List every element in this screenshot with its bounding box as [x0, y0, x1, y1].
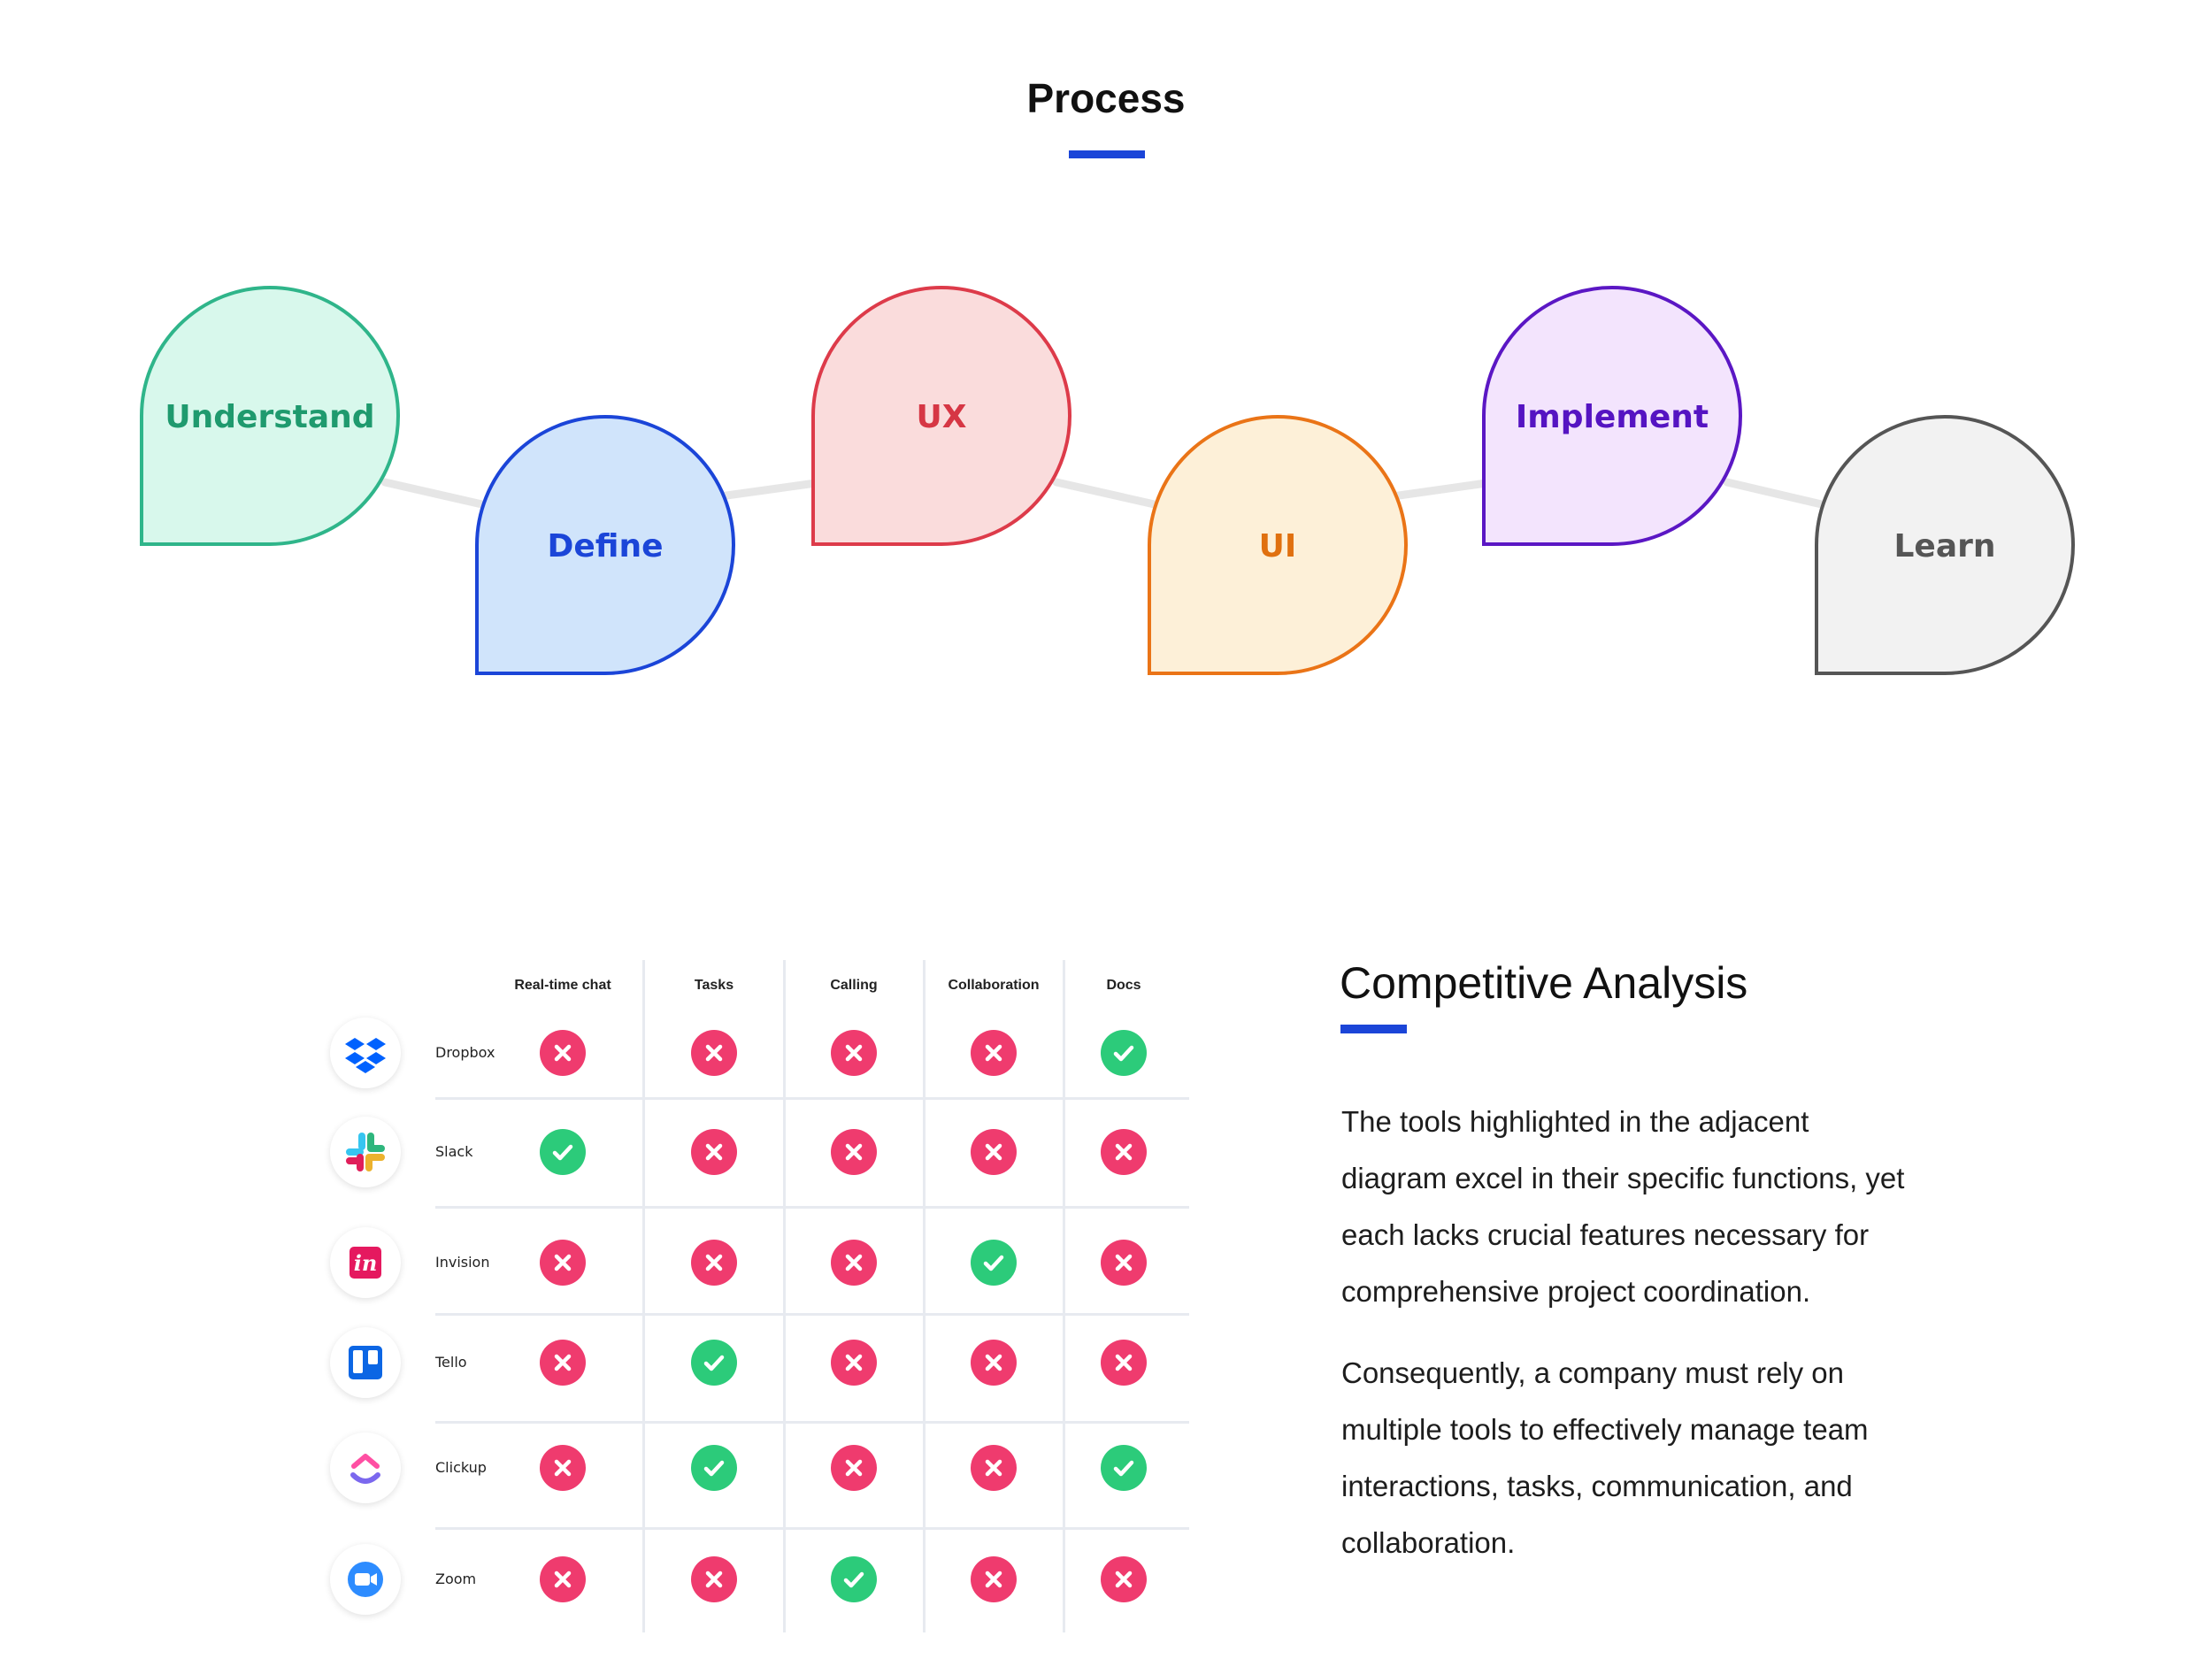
table-row-divider: [435, 1421, 1189, 1424]
process-step-label: Define: [547, 528, 663, 565]
cross-icon: [540, 1340, 586, 1386]
table-row-divider: [435, 1206, 1189, 1209]
tool-name: Dropbox: [435, 1044, 495, 1061]
process-step-implement: Implement: [1482, 286, 1742, 546]
table-column-divider: [642, 960, 645, 1632]
process-connector: [380, 478, 490, 510]
cross-icon: [1101, 1240, 1147, 1286]
process-bubble: [1815, 415, 2075, 675]
cross-icon: [691, 1240, 737, 1286]
check-icon: [1101, 1445, 1147, 1491]
process-bubble: [475, 415, 735, 675]
cross-icon: [971, 1445, 1017, 1491]
process-step-label: Learn: [1893, 528, 1995, 565]
tool-name: Invision: [435, 1254, 490, 1271]
table-column-divider: [783, 960, 786, 1632]
tool-name: Tello: [435, 1354, 467, 1371]
cross-icon: [1101, 1556, 1147, 1602]
cross-icon: [971, 1129, 1017, 1175]
table-row-divider: [435, 1527, 1189, 1530]
process-title: Process: [1026, 75, 1186, 121]
process-step-understand: Understand: [140, 286, 400, 546]
tool-name: Zoom: [435, 1571, 477, 1587]
process-step-ui: UI: [1148, 415, 1408, 675]
process-bubble: [811, 286, 1071, 546]
process-step-ux: UX: [811, 286, 1071, 546]
process-bubble: [1482, 286, 1742, 546]
column-header: Collaboration: [948, 978, 1040, 993]
competitive-analysis-title: Competitive Analysis: [1340, 958, 1748, 1008]
cross-icon: [540, 1240, 586, 1286]
table-column-divider: [923, 960, 926, 1632]
tool-name: Clickup: [435, 1459, 487, 1476]
process-connector: [716, 478, 826, 501]
cross-icon: [831, 1240, 877, 1286]
clickup-icon: [330, 1432, 401, 1503]
cross-icon: [831, 1340, 877, 1386]
cross-icon: [540, 1030, 586, 1076]
process-bubble: [140, 286, 400, 546]
check-icon: [831, 1556, 877, 1602]
zoom-icon: [330, 1544, 401, 1615]
cross-icon: [540, 1556, 586, 1602]
cross-icon: [691, 1556, 737, 1602]
process-bubble: [1148, 415, 1408, 675]
process-step-label: Implement: [1516, 399, 1709, 435]
check-icon: [971, 1240, 1017, 1286]
process-step-define: Define: [475, 415, 735, 675]
dropbox-icon: [330, 1018, 401, 1088]
cross-icon: [971, 1556, 1017, 1602]
check-icon: [540, 1129, 586, 1175]
cross-icon: [691, 1030, 737, 1076]
process-connector: [1723, 478, 1830, 510]
analysis-paragraph-1: The tools highlighted in the adjacent di…: [1341, 1105, 1905, 1308]
process-step-label: UI: [1259, 528, 1297, 565]
table-column-divider: [1063, 960, 1065, 1632]
competitive-analysis-underline: [1340, 1025, 1407, 1033]
cross-icon: [971, 1030, 1017, 1076]
check-icon: [1101, 1030, 1147, 1076]
slack-icon: [330, 1117, 401, 1187]
cross-icon: [540, 1445, 586, 1491]
column-header: Tasks: [694, 978, 734, 993]
svg-text:in: in: [354, 1250, 378, 1276]
analysis-paragraph-2: Consequently, a company must rely on mul…: [1341, 1356, 1869, 1559]
check-icon: [691, 1445, 737, 1491]
column-header: Docs: [1106, 978, 1141, 993]
trello-icon: [330, 1327, 401, 1398]
process-title-underline: [1069, 150, 1145, 158]
process-step-label: UX: [917, 399, 967, 435]
table-row-divider: [435, 1313, 1189, 1316]
process-connector: [1388, 478, 1497, 501]
column-header: Real-time chat: [514, 978, 611, 993]
cross-icon: [831, 1030, 877, 1076]
cross-icon: [1101, 1340, 1147, 1386]
cross-icon: [971, 1340, 1017, 1386]
process-step-learn: Learn: [1815, 415, 2075, 675]
tool-name: Slack: [435, 1143, 473, 1160]
cross-icon: [831, 1129, 877, 1175]
process-step-label: Understand: [165, 399, 374, 435]
invision-icon: in: [330, 1227, 401, 1298]
table-row-divider: [435, 1097, 1189, 1100]
column-header: Calling: [830, 978, 878, 993]
check-icon: [691, 1340, 737, 1386]
cross-icon: [1101, 1129, 1147, 1175]
cross-icon: [831, 1445, 877, 1491]
process-connector: [1052, 478, 1163, 510]
cross-icon: [691, 1129, 737, 1175]
